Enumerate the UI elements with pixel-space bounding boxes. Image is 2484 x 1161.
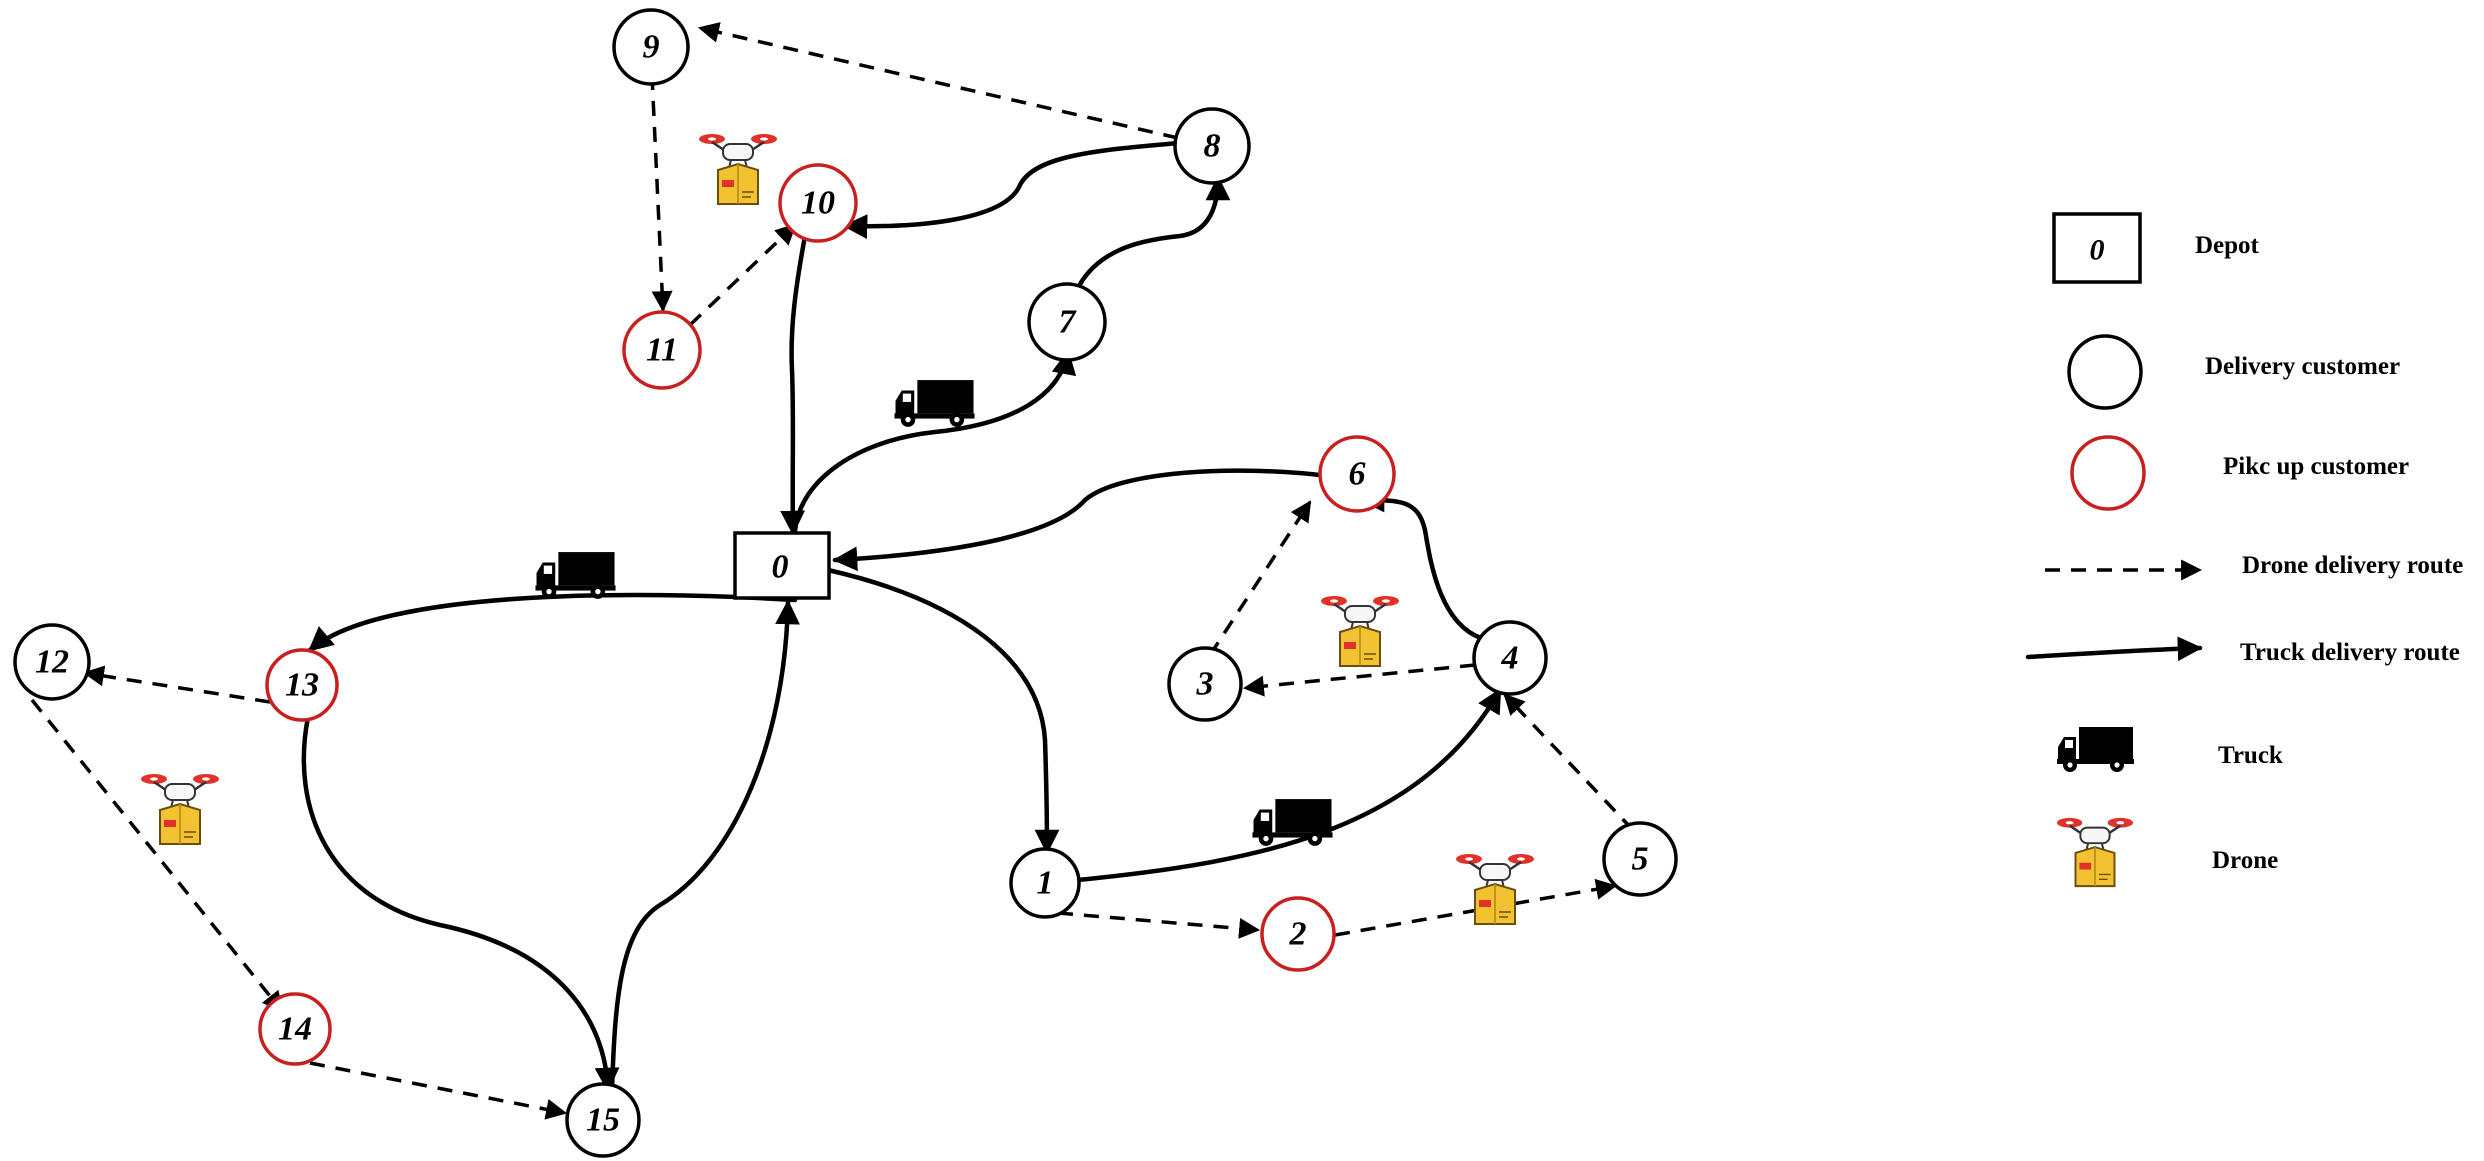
drone-icon (1319, 594, 1401, 668)
truck-routes (301, 140, 1503, 1093)
delivery-node-1: 1 (1009, 847, 1081, 919)
delivery-node-5: 5 (1602, 821, 1678, 897)
drone-icon (697, 132, 779, 206)
node-label: 2 (1289, 916, 1307, 953)
customer-nodes: 1 2 3 4 5 6 7 8 (13, 8, 1678, 1158)
truck-route-15-0 (609, 599, 800, 1093)
drone-icon (2055, 816, 2135, 888)
truck-route-0-13 (307, 592, 798, 653)
truck-route-0-7 (792, 349, 1077, 534)
truck-icon (894, 380, 975, 427)
truck-route-4-6 (1359, 487, 1491, 643)
node-label: 7 (1059, 304, 1078, 341)
drone-route-1-2 (1057, 911, 1261, 939)
truck-route-10-0 (780, 233, 808, 536)
legend-pickup-customer-label: Pikc up customer (2223, 453, 2409, 480)
legend-drone-label: Drone (2212, 847, 2278, 874)
node-label: 11 (646, 332, 678, 369)
truck-route-13-15 (301, 714, 620, 1093)
drone-route-11-10 (688, 223, 797, 327)
delivery-node-12: 12 (13, 623, 91, 701)
pickup-node-13: 13 (265, 648, 339, 722)
node-label: 15 (586, 1102, 620, 1139)
vehicle-icons (139, 132, 1536, 926)
truck-icon (2057, 727, 2134, 772)
depot-node: 0 (733, 531, 831, 600)
node-label: 14 (278, 1011, 312, 1048)
node-label: 12 (35, 644, 69, 681)
node-label: 0 (772, 549, 789, 586)
drone-route-5-4 (1503, 693, 1635, 832)
truck-route-1-4 (1075, 687, 1503, 883)
truck-route-0-1 (825, 567, 1060, 855)
drone-route-13-12 (82, 665, 271, 704)
node-label: 4 (1501, 640, 1519, 677)
truck-route-8-10 (842, 140, 1181, 239)
delivery-node-3: 3 (1167, 646, 1243, 722)
legend-truck-route-label: Truck delivery route (2240, 639, 2460, 666)
legend-pickup-customer: Pikc up customer (2070, 435, 2409, 511)
truck-icon (535, 552, 616, 599)
drone-icon (139, 772, 221, 846)
delivery-node-8: 8 (1173, 107, 1251, 185)
drone-route-8-9 (697, 22, 1179, 140)
node-label: 6 (1349, 456, 1366, 493)
legend-truck: Truck (2057, 727, 2283, 772)
legend-depot: 0 Depot (2052, 212, 2260, 284)
pickup-node-14: 14 (258, 992, 332, 1066)
drone-routes (30, 22, 1635, 1120)
legend-truck-route: Truck delivery route (2025, 636, 2460, 666)
node-label: 5 (1632, 841, 1649, 878)
drone-route-14-15 (309, 1061, 568, 1120)
drone-route-4-3 (1242, 663, 1476, 697)
delivery-node-9: 9 (612, 8, 690, 86)
truck-route-7-8 (1073, 175, 1231, 295)
node-label: 13 (285, 667, 319, 704)
legend-delivery-customer-label: Delivery customer (2205, 353, 2400, 380)
pickup-node-11: 11 (622, 310, 702, 390)
node-label: 8 (1204, 128, 1221, 165)
delivery-node-7: 7 (1027, 282, 1107, 362)
pickup-node-10: 10 (778, 163, 858, 243)
truck-icon (1252, 799, 1333, 846)
legend-drone-route-label: Drone delivery route (2242, 552, 2463, 579)
node-label: 1 (1037, 865, 1054, 902)
node-label: 9 (643, 29, 660, 66)
truck-route-6-0 (832, 468, 1331, 572)
legend-depot-label: Depot (2195, 232, 2260, 259)
delivery-node-4: 4 (1472, 620, 1548, 696)
drone-route-3-6 (1208, 500, 1312, 656)
drone-route-9-11 (650, 74, 673, 313)
pickup-node-2: 2 (1260, 896, 1336, 972)
node-label: 10 (801, 185, 835, 222)
legend: 0 Depot Delivery customer Pikc up custom… (2025, 212, 2463, 888)
legend-depot-symbol: 0 (2090, 234, 2105, 267)
node-label: 3 (1196, 666, 1214, 703)
pickup-node-6: 6 (1318, 435, 1396, 513)
legend-drone-route: Drone delivery route (2045, 552, 2463, 581)
legend-drone: Drone (2055, 816, 2278, 888)
delivery-node-15: 15 (565, 1082, 641, 1158)
legend-truck-label: Truck (2218, 742, 2283, 769)
drone-route-12-14 (30, 698, 284, 1013)
legend-delivery-customer: Delivery customer (2067, 334, 2400, 410)
